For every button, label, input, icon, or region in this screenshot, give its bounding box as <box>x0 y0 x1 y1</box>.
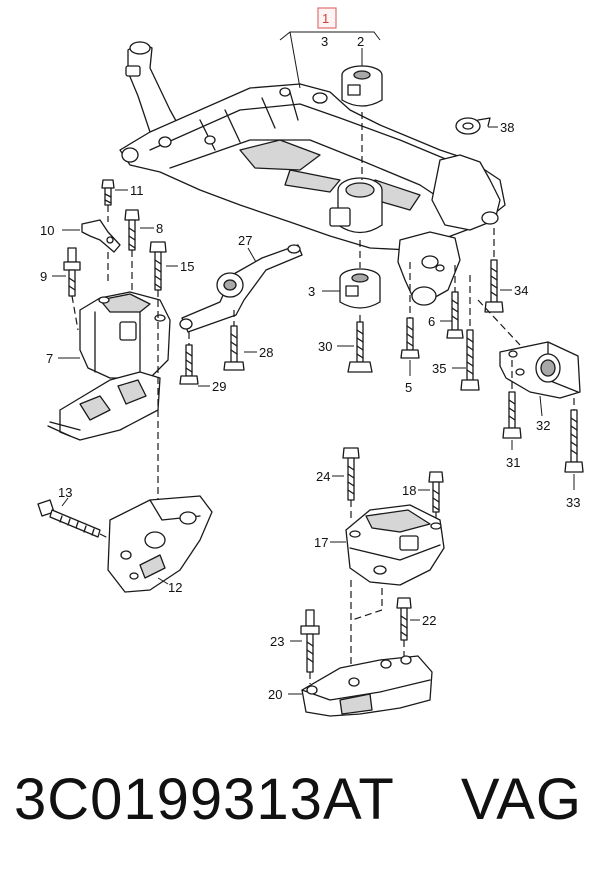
rubber-bush-2 <box>341 48 383 180</box>
svg-text:1: 1 <box>322 11 329 26</box>
svg-text:28: 28 <box>259 345 273 360</box>
svg-text:35: 35 <box>432 361 446 376</box>
svg-text:9: 9 <box>40 269 47 284</box>
svg-text:20: 20 <box>268 687 282 702</box>
bolt-8: 8 <box>124 209 163 290</box>
bolt-29: 29 <box>179 332 226 394</box>
svg-text:12: 12 <box>168 580 182 595</box>
svg-text:6: 6 <box>428 314 435 329</box>
svg-text:33: 33 <box>566 495 580 510</box>
callout-1: 1 3 2 <box>279 7 381 89</box>
bolt-31: 31 <box>502 360 522 470</box>
bolt-6: 6 <box>428 265 464 339</box>
bolt-11: 11 <box>101 179 144 222</box>
rubber-bush-3: 3 <box>308 240 381 309</box>
svg-text:10: 10 <box>40 223 54 238</box>
svg-text:18: 18 <box>402 483 416 498</box>
exploded-parts-diagram: 1 3 2 38 3 30 <box>37 7 584 717</box>
svg-text:5: 5 <box>405 380 412 395</box>
bolt-30: 30 <box>318 315 373 373</box>
clip-38: 38 <box>455 117 514 135</box>
stud-23: 23 <box>270 609 320 684</box>
bolt-24: 24 <box>316 447 360 520</box>
svg-text:34: 34 <box>514 283 528 298</box>
body-bracket-section <box>47 300 161 500</box>
bolt-18: 18 <box>402 471 444 528</box>
svg-text:27: 27 <box>238 233 252 248</box>
svg-text:38: 38 <box>500 120 514 135</box>
svg-text:3: 3 <box>321 34 328 49</box>
stud-9: 9 <box>40 247 81 331</box>
svg-text:2: 2 <box>357 34 364 49</box>
bracket-20: 20 <box>268 655 433 717</box>
bolt-13: 13 <box>37 485 113 541</box>
gearbox-mount-17: 17 <box>314 504 445 690</box>
svg-text:3: 3 <box>308 284 315 299</box>
bolt-22: 22 <box>396 597 436 656</box>
svg-text:22: 22 <box>422 613 436 628</box>
svg-text:31: 31 <box>506 455 520 470</box>
bolt-28: 28 <box>223 310 273 371</box>
bolt-33: 33 <box>564 398 584 510</box>
svg-text:8: 8 <box>156 221 163 236</box>
svg-text:11: 11 <box>130 183 144 198</box>
brand-name: VAG <box>460 767 582 832</box>
engine-mount-7: 7 <box>46 291 171 379</box>
svg-text:13: 13 <box>58 485 72 500</box>
svg-text:30: 30 <box>318 339 332 354</box>
svg-text:15: 15 <box>180 259 194 274</box>
bracket-32: 32 <box>477 299 581 433</box>
bolt-34: 34 <box>484 228 528 313</box>
subframe <box>119 41 506 306</box>
svg-text:24: 24 <box>316 469 330 484</box>
svg-text:7: 7 <box>46 351 53 366</box>
svg-text:23: 23 <box>270 634 284 649</box>
torque-rod-27: 27 <box>179 233 303 333</box>
bracket-12: 12 <box>107 495 213 595</box>
bolt-35: 35 <box>432 275 480 391</box>
bracket-10: 10 <box>40 219 121 285</box>
bolt-5: 5 <box>400 262 420 395</box>
svg-text:29: 29 <box>212 379 226 394</box>
part-number: 3C0199313AT <box>14 767 395 832</box>
svg-text:17: 17 <box>314 535 328 550</box>
svg-text:32: 32 <box>536 418 550 433</box>
